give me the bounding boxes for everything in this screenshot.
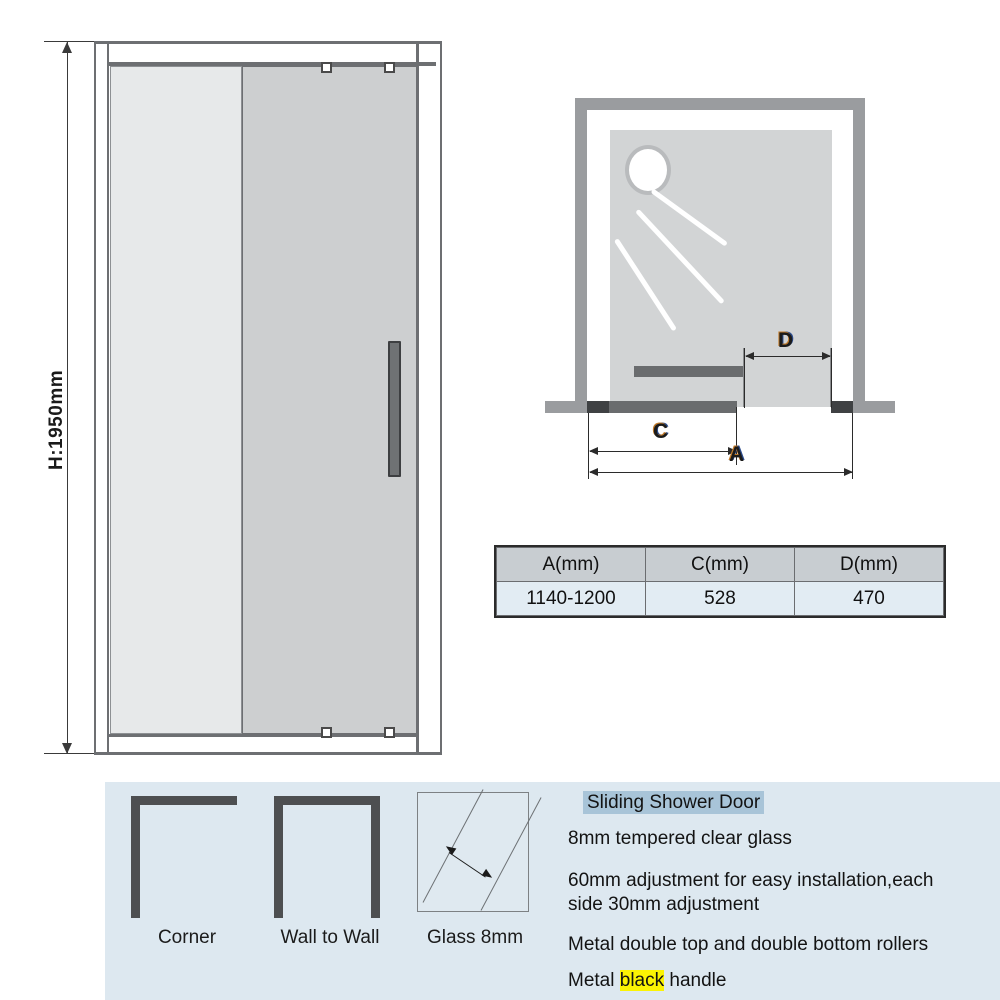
elevation-view: H:1950mm [0, 0, 470, 780]
spec-title-row: Sliding Shower Door [583, 791, 765, 814]
roller-bottom-right [384, 727, 395, 738]
c-arrow-right [728, 447, 737, 455]
top-outer-rail [94, 41, 442, 44]
dimension-table: A(mm) C(mm) D(mm) 1140-1200 528 470 [496, 547, 944, 616]
corner-icon-label: Corner [157, 927, 217, 948]
spec-handle-highlight: black [619, 970, 665, 991]
table-cell-c: 528 [645, 581, 795, 616]
wall-to-wall-icon-label: Wall to Wall [280, 927, 380, 948]
corner-icon [127, 792, 247, 918]
top-inner-rail [108, 62, 436, 66]
door-handle [388, 341, 401, 477]
wall-to-wall-left-bar [274, 796, 283, 918]
wall-to-wall-top-bar [274, 796, 380, 805]
plan-jamb-right [831, 401, 853, 413]
left-inner-jamb [107, 41, 109, 754]
table-header-d: D(mm) [794, 547, 944, 582]
bottom-outer-rail [94, 752, 442, 755]
spec-item-adjustment-line2: side 30mm adjustment [568, 894, 760, 915]
plan-threshold-bar [587, 401, 737, 413]
a-arrow-left [589, 468, 598, 476]
corner-icon-vertical-bar [131, 796, 140, 918]
height-dimension-line [67, 42, 68, 754]
a-ext-right [852, 413, 853, 479]
wall-left [575, 98, 587, 413]
d-arrow-left [745, 352, 754, 360]
spec-item-rollers: Metal double top and double bottom rolle… [568, 934, 929, 955]
table-header-a: A(mm) [496, 547, 646, 582]
info-panel: Corner Wall to Wall Glass 8mm Sliding Sh… [105, 782, 1000, 1000]
roller-bottom-left [321, 727, 332, 738]
d-ext-left [744, 348, 745, 408]
corner-icon-horizontal-bar [131, 796, 237, 805]
spec-item-adjustment-line1: 60mm adjustment for easy installation,ea… [568, 870, 934, 891]
spec-item-glass: 8mm tempered clear glass [568, 828, 792, 849]
wall-return-right [853, 401, 895, 413]
wall-to-wall-icon [270, 792, 390, 918]
dim-label-d: D [778, 329, 794, 352]
height-arrow-top [62, 42, 72, 53]
fixed-glass-panel [110, 66, 242, 734]
spec-item-handle: Metal black handle [568, 970, 726, 992]
right-inner-jamb [416, 41, 419, 754]
height-ext-top [44, 41, 124, 42]
shower-head-icon [625, 145, 671, 195]
dim-label-a: A [729, 443, 745, 466]
wall-top [575, 98, 865, 110]
height-arrow-bottom [62, 743, 72, 754]
left-outer-jamb [94, 41, 96, 754]
plan-fixed-panel [634, 366, 744, 377]
glass-8mm-icon-label: Glass 8mm [426, 927, 524, 948]
height-label: H:1950mm [46, 369, 67, 470]
wall-return-left [545, 401, 587, 413]
bottom-inner-rail [108, 734, 418, 737]
c-dim-line [590, 451, 736, 452]
plan-view: D C A [500, 80, 920, 500]
table-row: 1140-1200 528 470 [496, 581, 944, 616]
a-ext-left [588, 413, 589, 479]
d-dim-line [746, 356, 830, 357]
glass-8mm-icon [417, 789, 542, 914]
table-cell-a: 1140-1200 [496, 581, 646, 616]
a-dim-line [590, 472, 852, 473]
right-outer-jamb [440, 41, 442, 754]
spec-handle-suffix: handle [664, 970, 727, 991]
a-arrow-right [844, 468, 853, 476]
spec-title: Sliding Shower Door [583, 791, 765, 814]
wall-to-wall-right-bar [371, 796, 380, 918]
height-ext-bottom [44, 753, 126, 754]
table-header-row: A(mm) C(mm) D(mm) [496, 547, 944, 582]
spec-handle-prefix: Metal [568, 970, 620, 991]
wall-right [853, 98, 865, 413]
c-arrow-left [589, 447, 598, 455]
table-cell-d: 470 [794, 581, 944, 616]
roller-top-left [321, 62, 332, 73]
d-arrow-right [822, 352, 831, 360]
table-header-c: C(mm) [645, 547, 795, 582]
d-ext-right [831, 348, 832, 408]
roller-top-right [384, 62, 395, 73]
plan-jamb-left [587, 401, 609, 413]
c-ext-right [736, 407, 737, 465]
dim-label-c: C [653, 420, 669, 443]
